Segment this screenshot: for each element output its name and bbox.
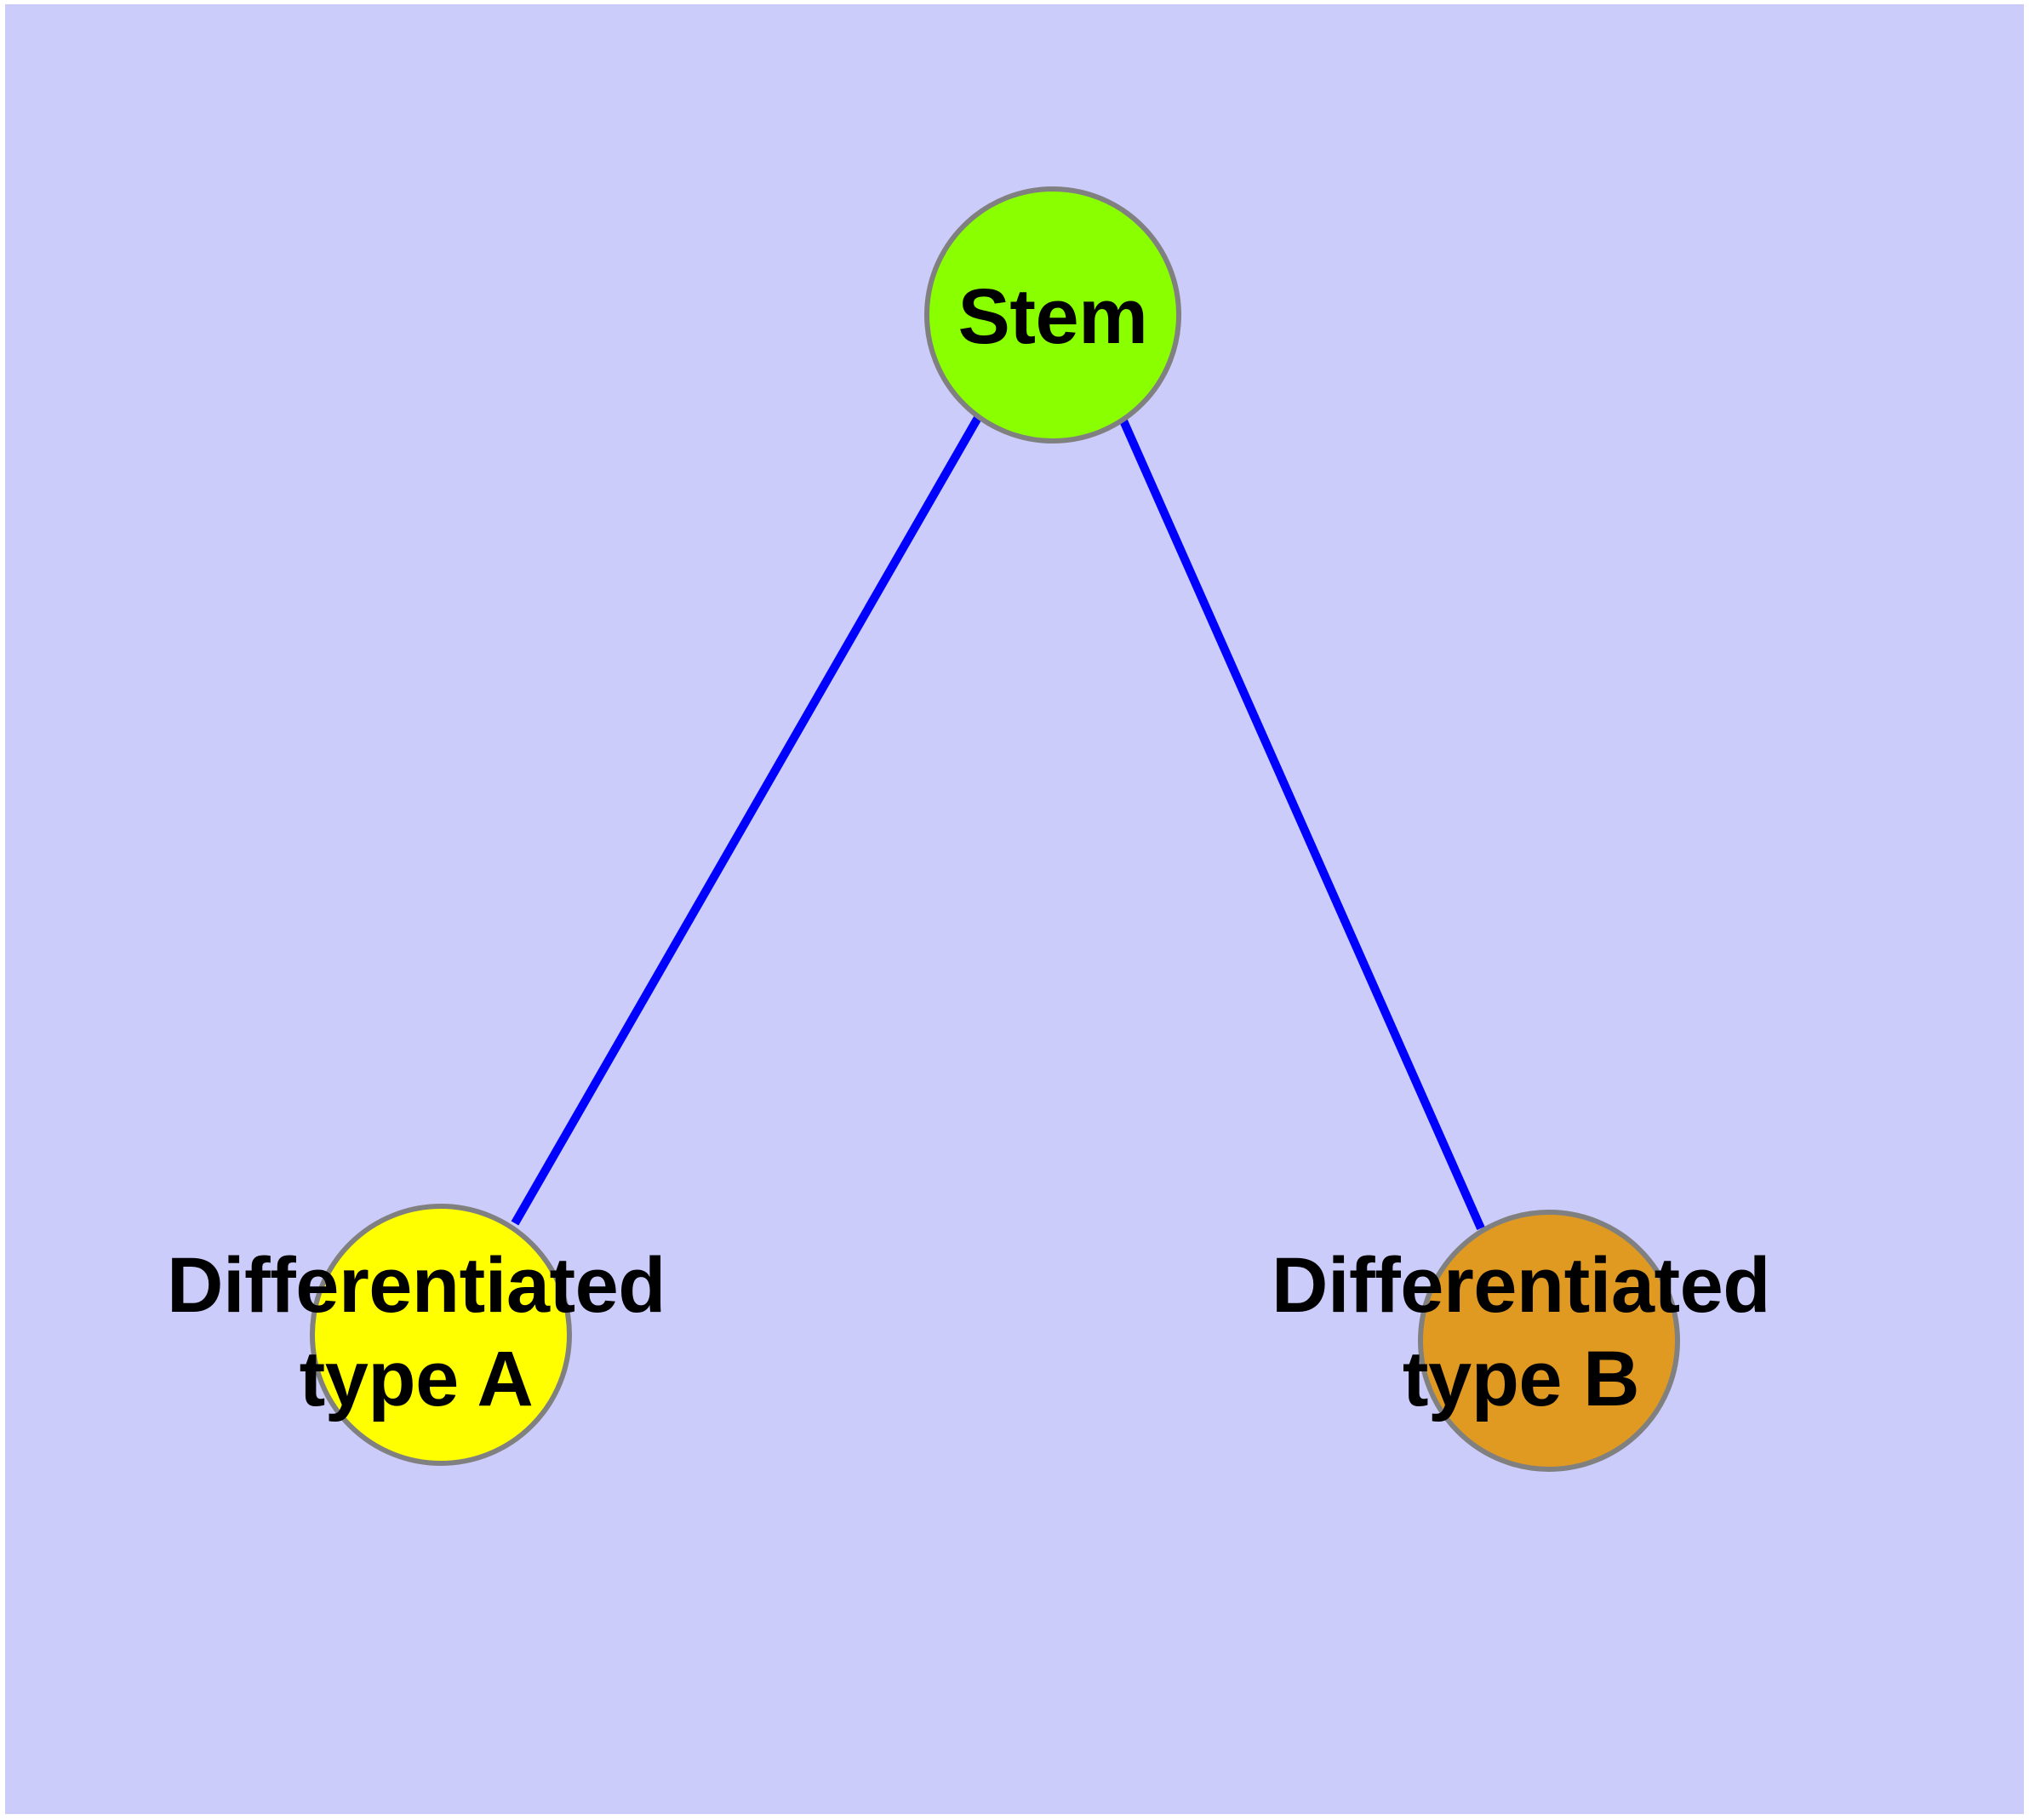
graph-node-diff-b[interactable] [1418,1210,1680,1472]
nodes-group [310,186,1680,1472]
graph-node-stem[interactable] [924,186,1181,444]
edges-group [511,414,1485,1231]
graph-edge-stem-to-diff-a [511,414,983,1226]
graph-edge-stem-to-diff-b [1118,416,1485,1231]
graph-node-diff-a[interactable] [310,1204,572,1466]
